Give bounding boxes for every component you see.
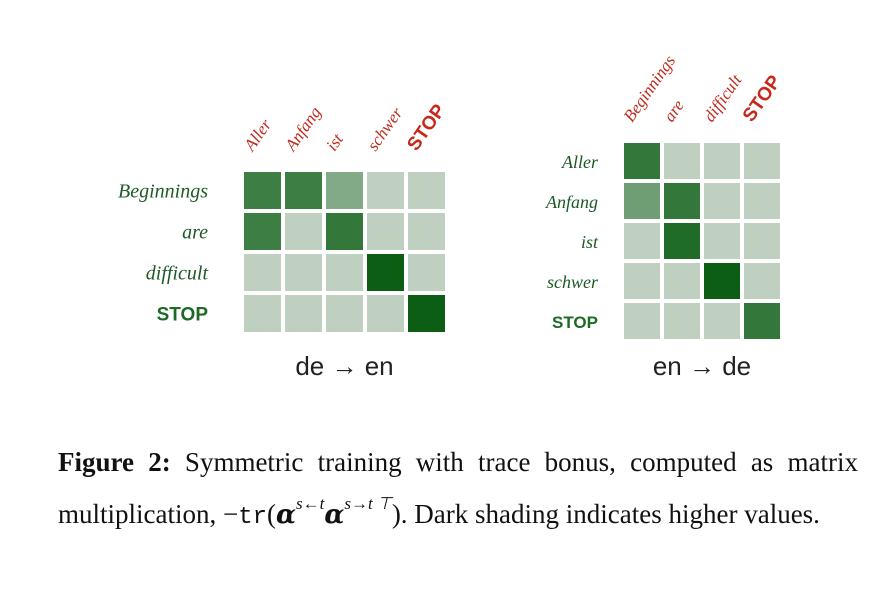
row-label: Anfang (545, 192, 598, 212)
alpha-symbol-2: α (324, 500, 345, 530)
heatmap-cell (624, 183, 660, 219)
heatmap-cell (704, 303, 740, 339)
heatmap-cell (664, 303, 700, 339)
heatmap-cell (285, 172, 322, 209)
alpha-superscript-2: s→t ⊤ (344, 494, 392, 513)
heatmap-cell (244, 213, 281, 250)
heatmap-cell (744, 183, 780, 219)
heatmap-cell (704, 223, 740, 259)
column-label: STOP (739, 71, 786, 125)
alpha-superscript-1: s←t (296, 494, 325, 513)
heatmap-cell (326, 213, 363, 250)
heatmap-cell (285, 254, 322, 291)
heatmap-cell (744, 223, 780, 259)
heatmap-cell (744, 143, 780, 179)
row-label: STOP (157, 305, 209, 326)
heatmap-cell (326, 172, 363, 209)
heatmap-cell (624, 223, 660, 259)
heatmap-cell (744, 303, 780, 339)
heatmap-cell (664, 223, 700, 259)
column-label: difficult (700, 70, 747, 125)
row-label: Aller (561, 152, 599, 172)
heatmap-cell (244, 254, 281, 291)
row-label: schwer (547, 272, 599, 292)
heatmap-cell (624, 303, 660, 339)
row-label: ist (581, 232, 599, 252)
heatmap-cell (244, 172, 281, 209)
heatmap-cell (326, 254, 363, 291)
caption-text-1: Symmetric training with trace bonus, com… (58, 447, 859, 529)
panel-title: de → en (295, 351, 393, 381)
heatmap-cell (664, 263, 700, 299)
heatmap-cell (664, 183, 700, 219)
heatmap-cell (244, 295, 281, 332)
column-label: ist (322, 129, 348, 154)
column-label: Aller (240, 115, 276, 155)
row-label: STOP (552, 313, 598, 332)
column-label: Anfang (281, 103, 325, 155)
heatmap-cell (664, 143, 700, 179)
column-label: are (660, 96, 688, 125)
heatmap-cell (367, 213, 404, 250)
heatmap-cell (367, 295, 404, 332)
caption-text-2: ). Dark shading indicates higher values. (391, 499, 820, 529)
heatmap-cell (367, 254, 404, 291)
heatmap-cell (624, 263, 660, 299)
heatmap-cell (624, 143, 660, 179)
heatmap-cell (408, 172, 445, 209)
heatmap-cell (367, 172, 404, 209)
heatmap-cell (744, 263, 780, 299)
figure-caption: Figure 2: Symmetric training with trace … (58, 440, 858, 540)
column-label: STOP (403, 100, 450, 154)
alpha-symbol-1: α (276, 500, 297, 530)
trace-formula: tr(αs←tαs→t ⊤ (238, 494, 392, 531)
column-label: schwer (363, 104, 406, 155)
heatmap-cell (285, 213, 322, 250)
heatmap-cell (704, 143, 740, 179)
row-label: Beginnings (118, 181, 208, 203)
heatmap-cell (408, 254, 445, 291)
trace-operator: tr (238, 504, 268, 531)
heatmap-cell (704, 183, 740, 219)
heatmap-cell (326, 295, 363, 332)
row-label: difficult (146, 263, 209, 285)
heatmap-cell (285, 295, 322, 332)
heatmap-cell (704, 263, 740, 299)
heatmap-cell (408, 213, 445, 250)
figure-label: Figure 2: (58, 447, 171, 477)
panel-title: en → de (653, 351, 751, 381)
row-label: are (182, 222, 208, 244)
heatmap-cell (408, 295, 445, 332)
